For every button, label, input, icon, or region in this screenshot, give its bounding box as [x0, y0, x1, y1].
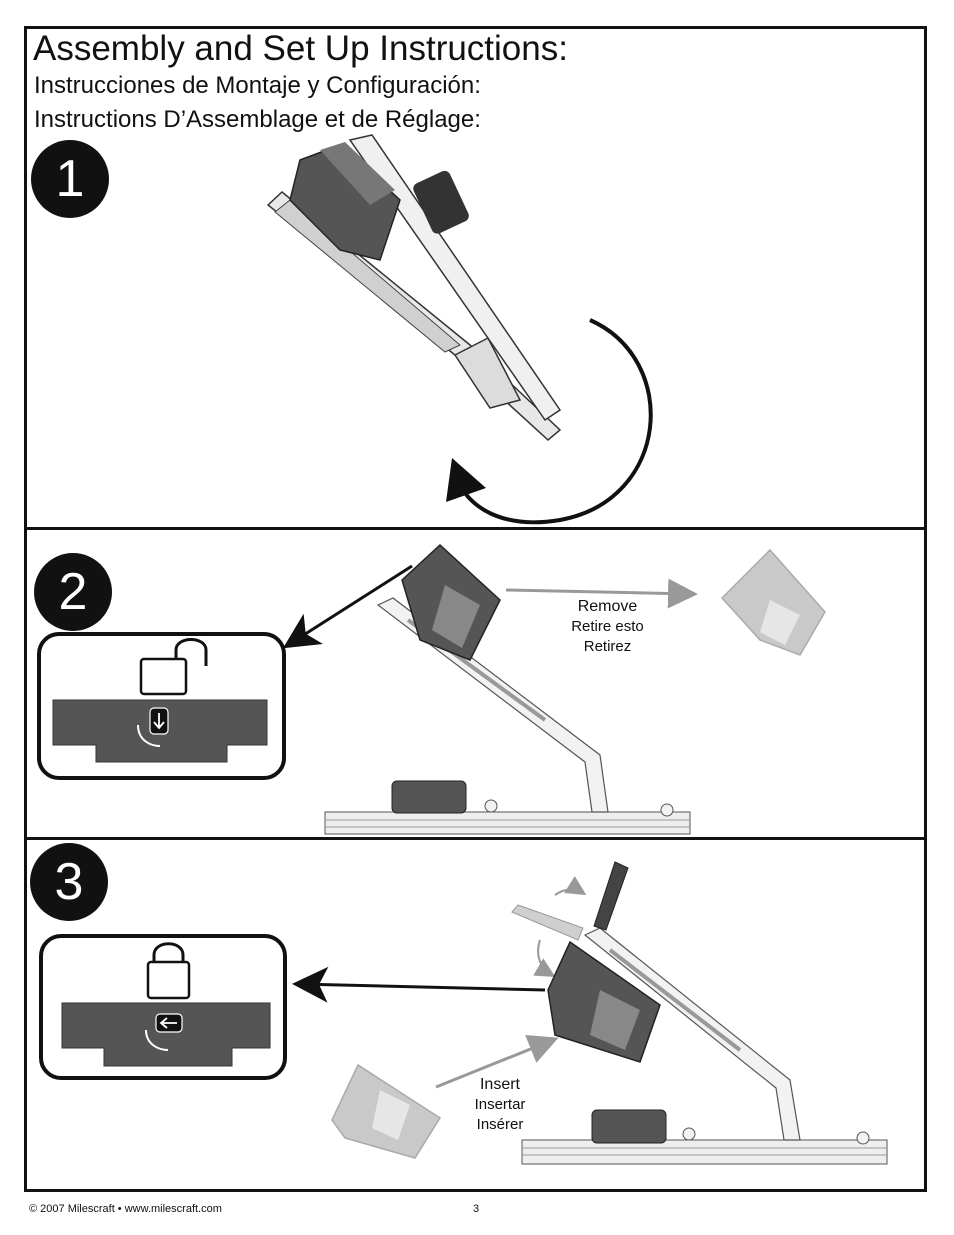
insert-label-es: Insertar — [474, 1096, 526, 1113]
step-2-slider-plate — [52, 699, 268, 763]
step-2-removed-clamp — [720, 548, 826, 656]
section-divider-1 — [24, 527, 927, 530]
rotate-arrow — [458, 318, 653, 525]
step-2-callout-arrow — [282, 564, 413, 649]
footer-page-number: 3 — [473, 1203, 480, 1215]
step-2-remove-arrow — [505, 578, 698, 609]
step-1-jig-illustration — [266, 134, 562, 441]
remove-label-es: Retire esto — [571, 618, 644, 635]
footer-copyright: © 2007 Milescraft • www.milescraft.com — [29, 1203, 222, 1215]
rotate-arrowhead — [446, 458, 486, 502]
remove-label-fr: Retirez — [583, 638, 632, 655]
step-3-badge: 3 — [30, 843, 108, 921]
step-3-insert-arrow — [435, 1035, 559, 1089]
step-3-callout-arrow — [292, 966, 546, 1003]
step-2-jig-illustration — [324, 543, 691, 835]
subtitle-french: Instructions D’Assemblage et de Réglage: — [34, 106, 481, 133]
step-3-slider-plate — [61, 1002, 271, 1067]
step-3-jig-illustration — [511, 861, 888, 1165]
step-1-badge: 1 — [31, 140, 109, 218]
step-3-insert-label: Insert Insertar Insérer — [455, 1075, 545, 1135]
step-3-locked-padlock-icon — [146, 942, 191, 1000]
step-2-unlocked-padlock-icon — [139, 638, 208, 696]
insert-label-en: Insert — [479, 1076, 520, 1093]
remove-label-en: Remove — [577, 598, 638, 615]
section-divider-2 — [24, 837, 927, 840]
step-3-new-clamp — [331, 1063, 442, 1159]
insert-label-fr: Insérer — [476, 1116, 524, 1133]
page-title: Assembly and Set Up Instructions: — [33, 29, 568, 68]
page-frame — [24, 26, 927, 1192]
step-2-remove-label: Remove Retire esto Retirez — [560, 597, 655, 657]
subtitle-spanish: Instrucciones de Montaje y Configuración… — [34, 72, 481, 99]
step-2-badge: 2 — [34, 553, 112, 631]
